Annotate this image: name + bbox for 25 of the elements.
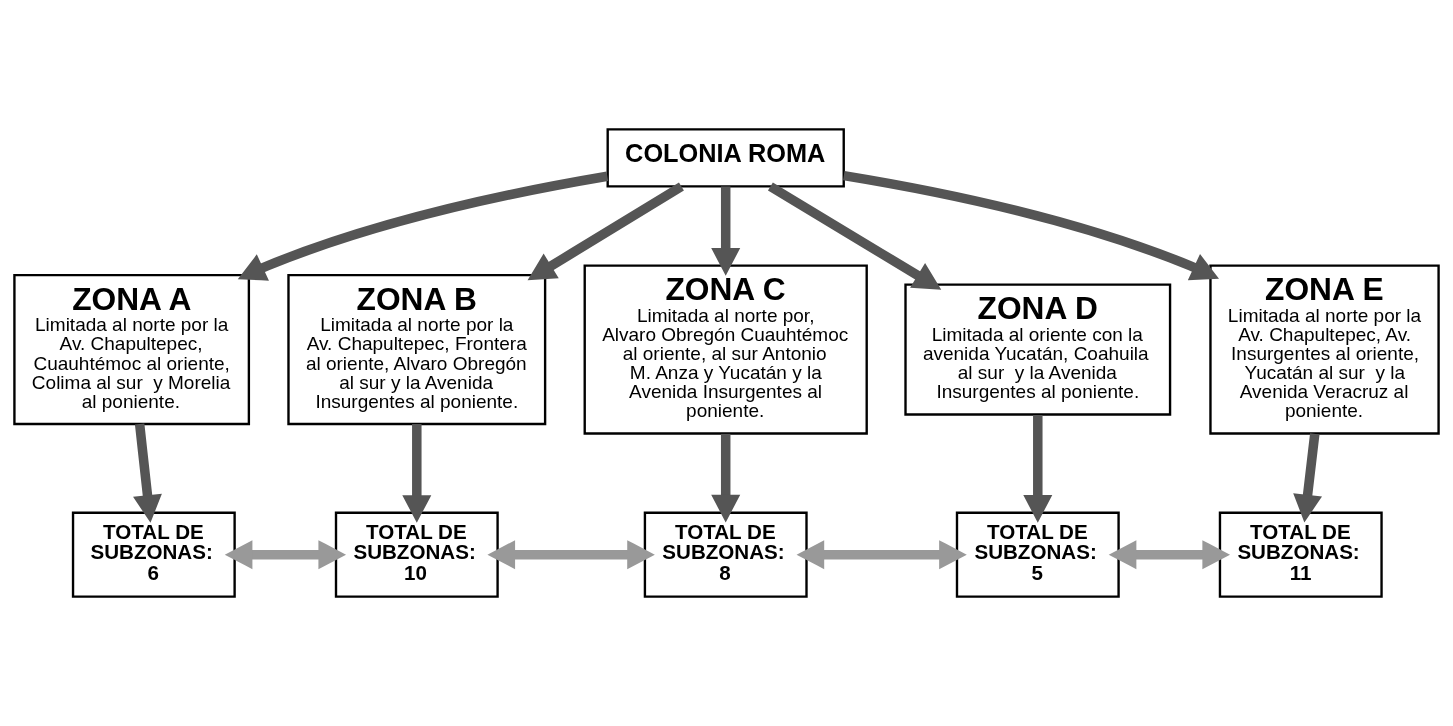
node-box: ZONA C Limitada al norte por, Alvaro Obregón Cuauhtémoc al oriente, al sur Antonio M. Anza y Yucatán y la Avenida Insurgentes al poniente.: [583, 264, 868, 435]
arrow: [487, 540, 655, 570]
node-box: ZONA D Limitada al oriente con la avenida Yucatán, Coahuila al sur y la Avenida Insurgentes al poniente.: [904, 283, 1172, 416]
arrow: [402, 424, 432, 523]
node-box: TOTAL DE SUBZONAS: 6: [71, 511, 236, 598]
arrow: [1108, 540, 1230, 570]
arrow: [1023, 415, 1053, 523]
node-box: TOTAL DE SUBZONAS: 5: [955, 511, 1120, 598]
arrow: [711, 433, 741, 523]
node-box: ZONA B Limitada al norte por la Av. Chapultepec, Frontera al oriente, Alvaro Obregón al sur y la Avenida Insurgentes al poniente.: [287, 273, 547, 426]
arrow: [843, 170, 1219, 281]
arrow: [796, 540, 967, 570]
arrow: [133, 423, 162, 523]
node-box: TOTAL DE SUBZONAS: 11: [1218, 511, 1383, 598]
arrow: [711, 186, 741, 276]
arrow: [527, 182, 684, 281]
arrow: [768, 182, 942, 290]
node-box: ZONA E Limitada al norte por la Av. Chapultepec, Av. Insurgentes al oriente, Yucatán al sur y la Avenida Veracruz al poniente.: [1209, 264, 1440, 435]
node-box: TOTAL DE SUBZONAS: 10: [334, 511, 499, 598]
node-box: COLONIA ROMA: [606, 128, 845, 188]
arrow: [1293, 433, 1322, 523]
arrow: [237, 171, 609, 281]
node-box: ZONA A Limitada al norte por la Av. Chapultepec, Cuauhtémoc al oriente, Colima al sur y Morelia al poniente.: [13, 273, 251, 426]
arrow: [224, 540, 347, 570]
node-box: TOTAL DE SUBZONAS: 8: [643, 511, 808, 598]
